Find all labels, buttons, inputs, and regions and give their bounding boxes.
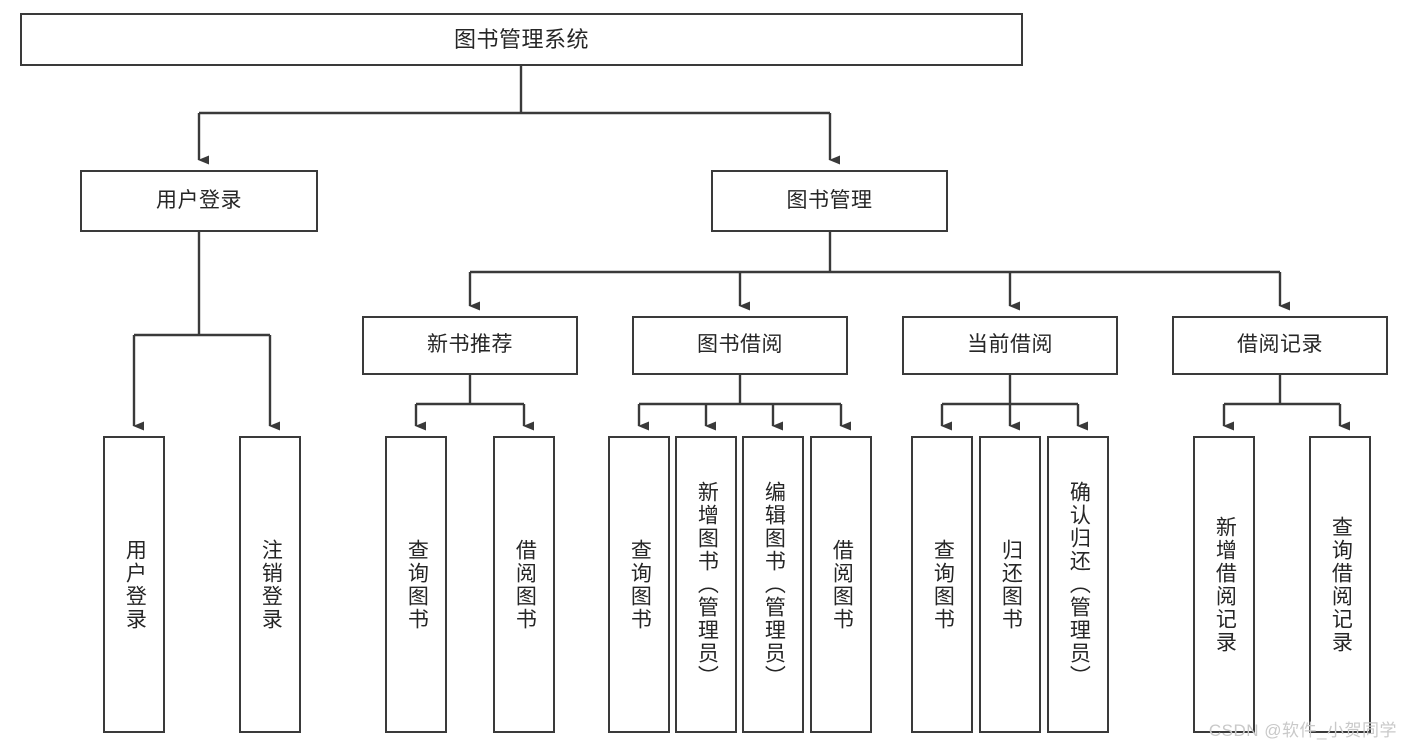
node-book-borrow[interactable]: 图书借阅 bbox=[632, 316, 848, 375]
leaf-add-borrow-record[interactable]: 新增借阅记录 bbox=[1193, 436, 1255, 733]
leaf-return-book[interactable]: 归还图书 bbox=[979, 436, 1041, 733]
node-borrow-record[interactable]: 借阅记录 bbox=[1172, 316, 1388, 375]
node-label: 用户登录 bbox=[156, 188, 242, 212]
node-root-book-management-system[interactable]: 图书管理系统 bbox=[20, 13, 1023, 66]
node-book-management[interactable]: 图书管理 bbox=[711, 170, 948, 232]
node-label: 新增借阅记录 bbox=[1213, 515, 1237, 654]
node-label: 查询图书 bbox=[628, 538, 652, 631]
node-user-login[interactable]: 用户登录 bbox=[80, 170, 318, 232]
csdn-watermark: CSDN @软件_小贺同学 bbox=[1208, 721, 1397, 740]
leaf-query-book-borrow[interactable]: 查询图书 bbox=[608, 436, 670, 733]
leaf-query-book-current[interactable]: 查询图书 bbox=[911, 436, 973, 733]
node-label: 新增图书（管理员） bbox=[695, 481, 719, 688]
node-label: 借阅图书 bbox=[513, 538, 537, 631]
node-label: 归还图书 bbox=[999, 538, 1023, 631]
leaf-query-borrow-record[interactable]: 查询借阅记录 bbox=[1309, 436, 1371, 733]
leaf-borrow-book-recommend[interactable]: 借阅图书 bbox=[493, 436, 555, 733]
node-label: 注销登录 bbox=[259, 538, 283, 631]
node-label: 查询图书 bbox=[931, 538, 955, 631]
leaf-user-login[interactable]: 用户登录 bbox=[103, 436, 165, 733]
node-current-borrow[interactable]: 当前借阅 bbox=[902, 316, 1118, 375]
node-label: 用户登录 bbox=[123, 538, 147, 631]
node-new-book-recommend[interactable]: 新书推荐 bbox=[362, 316, 578, 375]
node-label: 图书管理 bbox=[786, 188, 873, 212]
leaf-borrow-book[interactable]: 借阅图书 bbox=[810, 436, 872, 733]
leaf-add-book-admin[interactable]: 新增图书（管理员） bbox=[675, 436, 737, 733]
node-label: 借阅图书 bbox=[830, 538, 854, 631]
node-label: 确认归还（管理员） bbox=[1067, 481, 1091, 688]
leaf-logout-login[interactable]: 注销登录 bbox=[239, 436, 301, 733]
node-label: 查询图书 bbox=[405, 538, 429, 631]
leaf-query-book-recommend[interactable]: 查询图书 bbox=[385, 436, 447, 733]
node-label: 新书推荐 bbox=[427, 333, 513, 357]
node-label: 借阅记录 bbox=[1237, 333, 1323, 357]
leaf-edit-book-admin[interactable]: 编辑图书（管理员） bbox=[742, 436, 804, 733]
leaf-confirm-return-admin[interactable]: 确认归还（管理员） bbox=[1047, 436, 1109, 733]
node-label: 图书借阅 bbox=[697, 333, 783, 357]
node-label: 查询借阅记录 bbox=[1329, 515, 1353, 654]
node-label: 图书管理系统 bbox=[453, 26, 589, 52]
node-label: 编辑图书（管理员） bbox=[762, 481, 786, 688]
node-label: 当前借阅 bbox=[967, 333, 1053, 357]
